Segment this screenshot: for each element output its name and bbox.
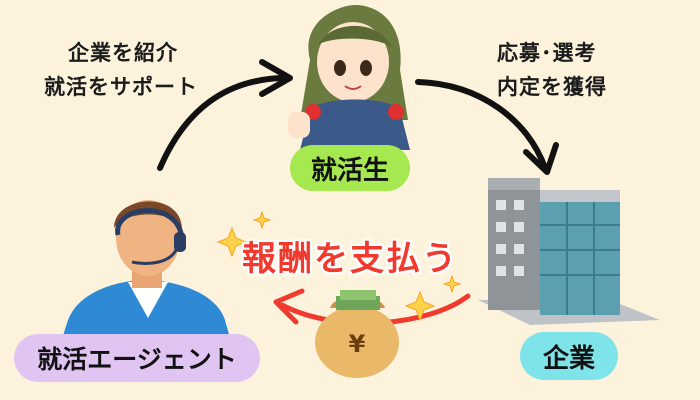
- caption-line: 応募･選考: [497, 41, 597, 65]
- money-bag-icon: [315, 290, 399, 378]
- node-student-label: 就活生: [290, 145, 410, 191]
- node-agent-label: 就活エージェント: [14, 334, 260, 382]
- arrow-company-to-agent-head: [273, 288, 305, 325]
- yen-symbol: ¥: [348, 330, 366, 358]
- arrow-student-to-company-head: [523, 142, 559, 175]
- company-building-illustration: [478, 178, 660, 325]
- caption-line: 内定を獲得: [497, 75, 607, 99]
- arrow-agent-to-student: [157, 75, 285, 171]
- caption-line: 企業を紹介: [68, 41, 178, 65]
- caption-agent-to-student: 企業を紹介 就活をサポート: [44, 36, 214, 104]
- node-company-label: 企業: [520, 332, 618, 380]
- arrow-agent-to-student-head: [259, 59, 293, 97]
- caption-line: 就活をサポート: [44, 75, 198, 99]
- student-illustration: [288, 5, 410, 150]
- reward-payment-label: 報酬を支払う: [242, 239, 458, 279]
- arrow-student-to-company: [415, 79, 548, 171]
- sparkle-icon: [216, 210, 462, 322]
- agent-illustration: [60, 200, 232, 345]
- caption-student-to-company: 応募･選考 内定を獲得: [497, 36, 667, 104]
